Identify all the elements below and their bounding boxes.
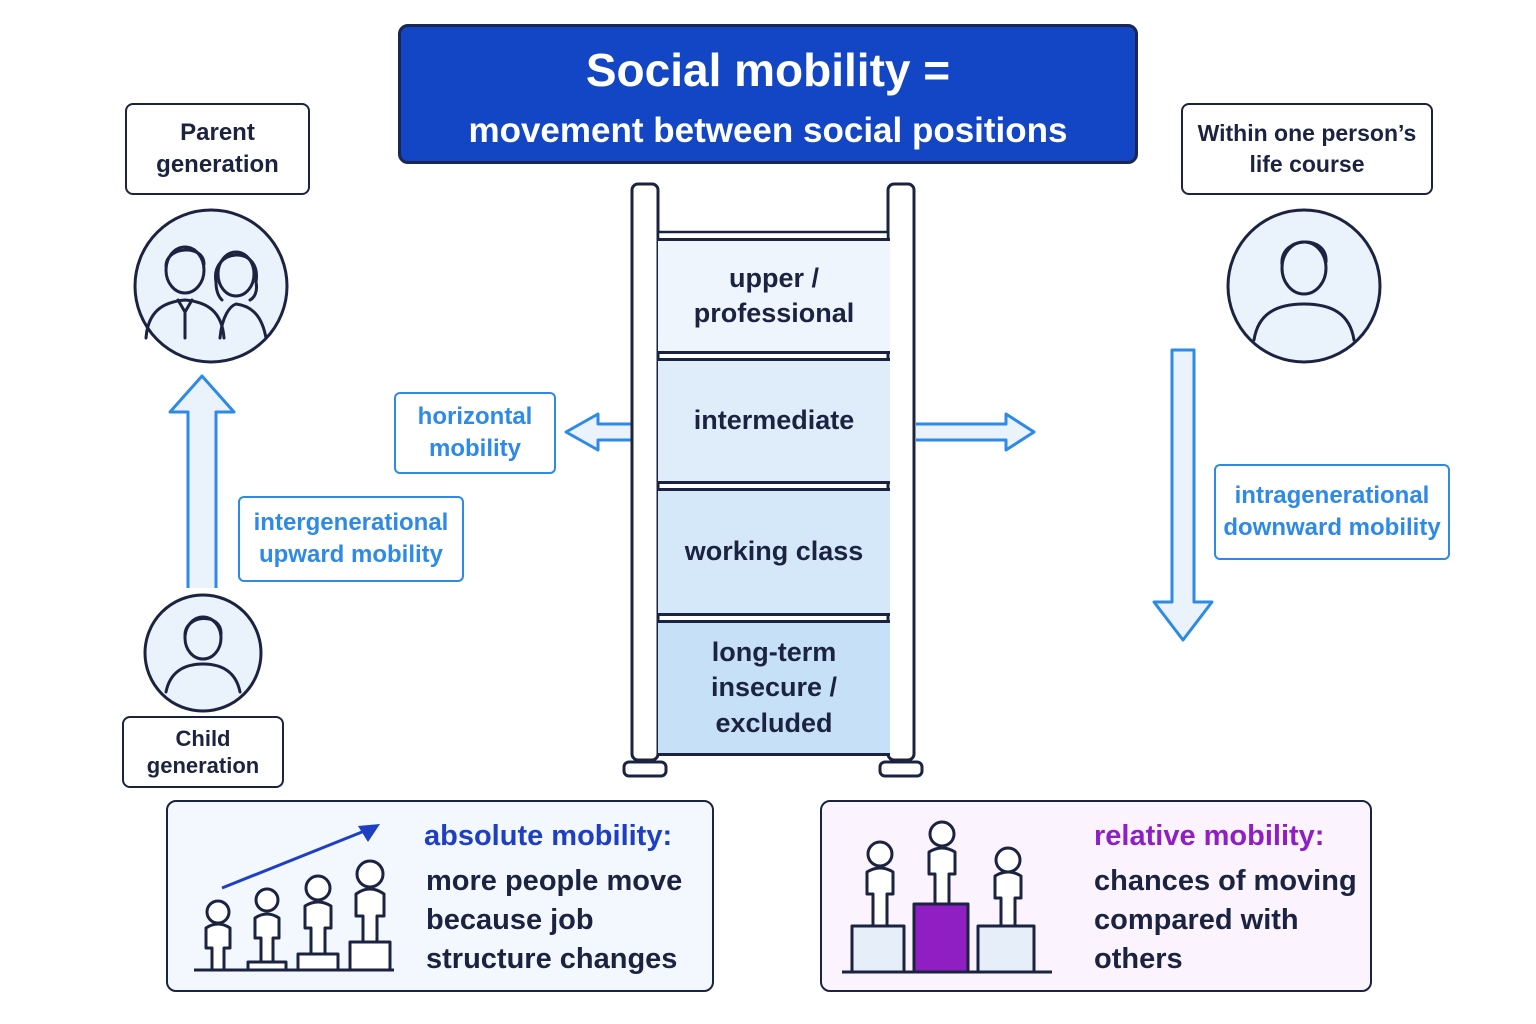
- relative-mobility-heading: relative mobility:: [1094, 820, 1325, 852]
- right-arrow: [916, 412, 1036, 452]
- child-generation-label: Child generation: [122, 716, 284, 788]
- upward-arrow: [168, 374, 236, 588]
- left-arrow: [564, 412, 634, 452]
- parent-generation-label: Parent generation: [125, 103, 310, 195]
- rung-working-class: working class: [658, 488, 890, 616]
- rung-upper-professional: upper / professional: [658, 238, 890, 354]
- parents-icon: [133, 208, 289, 364]
- social-ladder: [622, 182, 924, 778]
- title-line-2: movement between social positions: [468, 111, 1068, 150]
- title-line-1: Social mobility =: [585, 44, 951, 96]
- rung-long-term-insecure: long-term insecure / excluded: [658, 620, 890, 756]
- absolute-mobility-text: more people move because job structure c…: [426, 865, 683, 976]
- relative-mobility-text: chances of moving compared with others: [1094, 865, 1357, 976]
- life-course-label: Within one person’s life course: [1181, 103, 1433, 195]
- downward-arrow: [1152, 348, 1214, 642]
- absolute-mobility-heading: absolute mobility:: [424, 820, 673, 852]
- title-banner: Social mobility = movement between socia…: [398, 24, 1138, 164]
- child-icon: [143, 593, 263, 713]
- absolute-mobility-icon: [194, 824, 394, 972]
- intragenerational-downward-label: intragenerational downward mobility: [1214, 464, 1450, 560]
- relative-mobility-card: relative mobility: chances of moving com…: [820, 800, 1372, 992]
- rung-intermediate: intermediate: [658, 358, 890, 484]
- relative-mobility-icon: [842, 820, 1052, 974]
- intergenerational-upward-label: intergenerational upward mobility: [238, 496, 464, 582]
- person-icon: [1226, 208, 1382, 364]
- horizontal-mobility-label: horizontal mobility: [394, 392, 556, 474]
- absolute-mobility-card: absolute mobility: more people move beca…: [166, 800, 714, 992]
